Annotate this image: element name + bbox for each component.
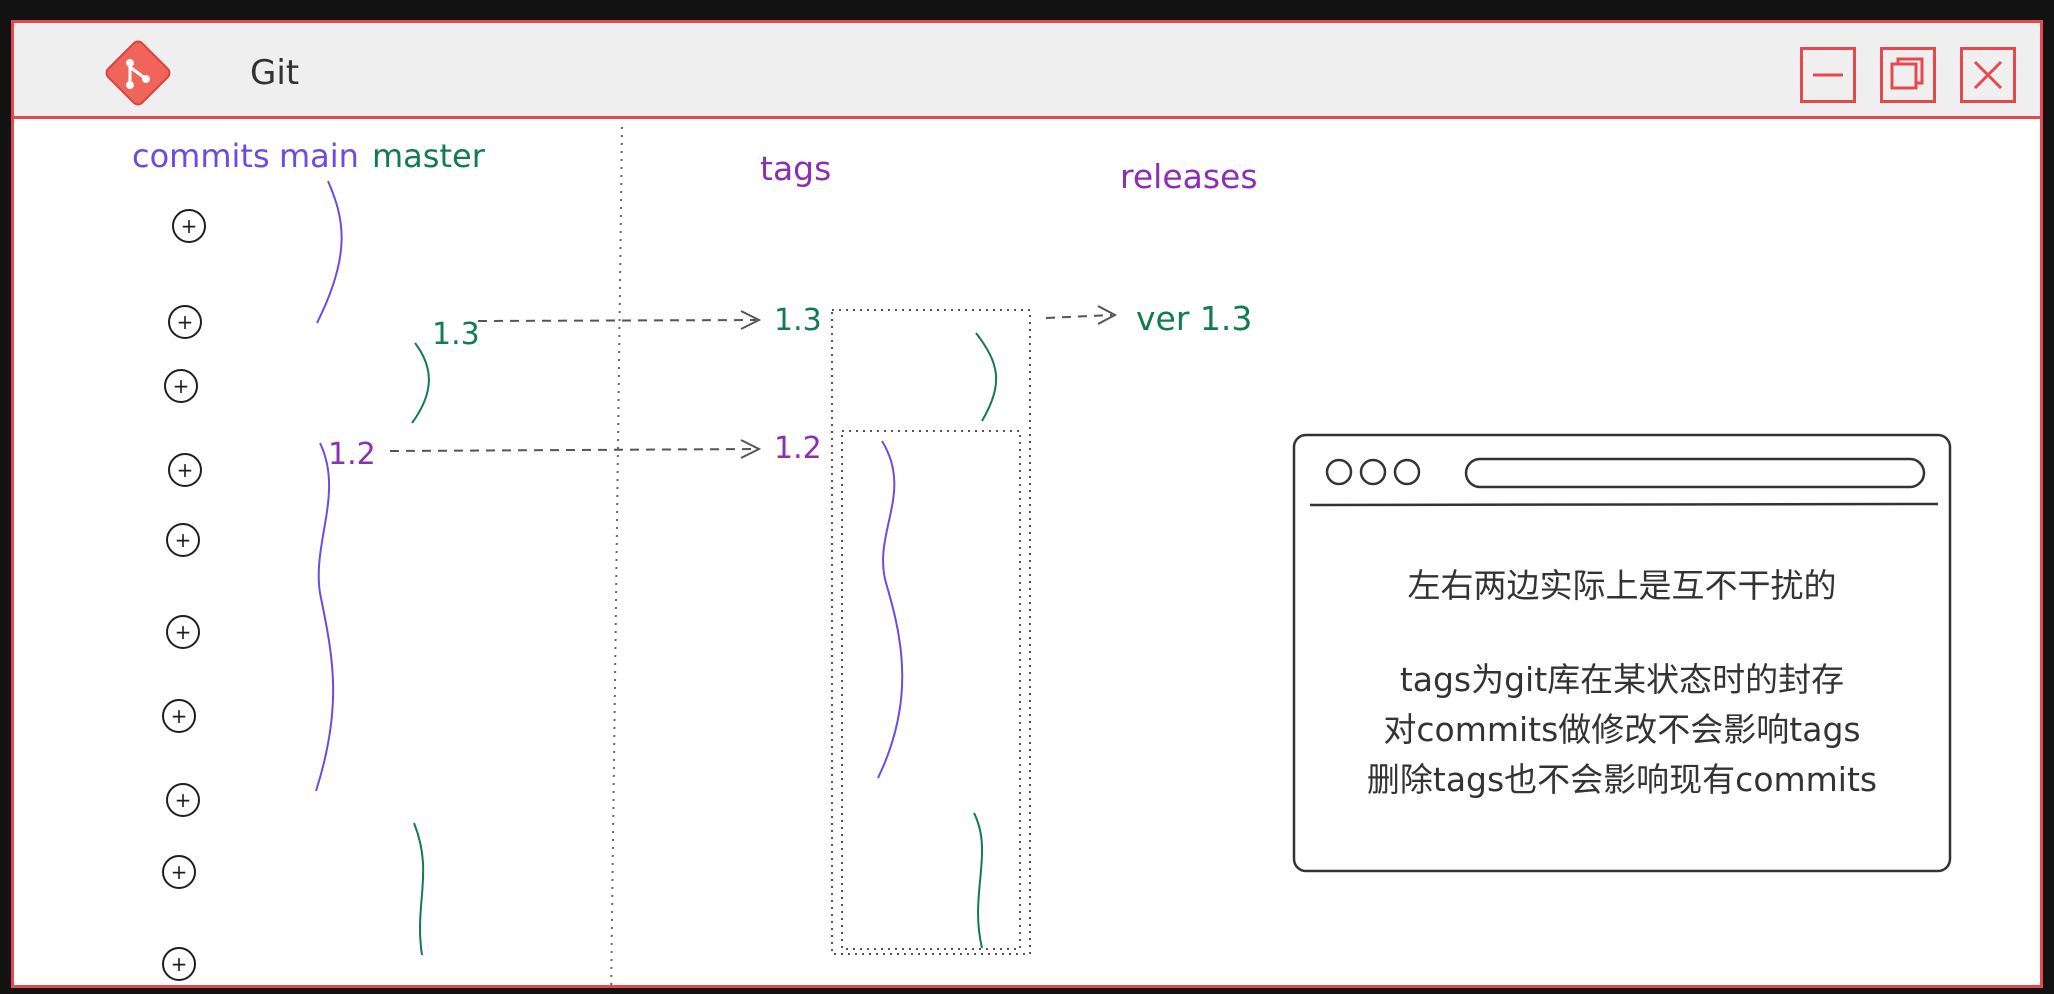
note-divider	[1309, 502, 1939, 507]
app-title: Git	[250, 53, 300, 93]
restore-icon	[1890, 57, 1924, 90]
releases-header: releases	[1120, 157, 1258, 196]
master-branch-line-top	[411, 342, 430, 424]
diagram-canvas: Git	[11, 20, 2043, 988]
tag-1-3-snapshot-box	[831, 309, 1031, 955]
commit-node-symbol: +	[180, 214, 198, 238]
tag-1-3-master-line	[975, 332, 998, 422]
close-icon	[1973, 60, 2003, 90]
commit-node-symbol: +	[172, 374, 190, 398]
commit-node: +	[166, 615, 200, 649]
tag-arrow-1-3-head	[740, 310, 762, 330]
note-line-4: 删除tags也不会影响现有commits	[1366, 760, 1878, 799]
commit-node: +	[172, 209, 206, 243]
minimize-button[interactable]	[1800, 47, 1856, 103]
note-dot-icon	[1393, 458, 1421, 486]
commit-node-symbol: +	[174, 620, 192, 644]
git-logo-icon	[105, 40, 171, 106]
tags-header: tags	[760, 149, 832, 188]
tag-1-3-label: 1.3	[774, 303, 822, 338]
master-header: master	[372, 137, 485, 175]
tag-1-2-main-line	[877, 440, 904, 779]
commit-node: +	[162, 855, 196, 889]
commit-node-symbol: +	[174, 528, 192, 552]
diagram-strokes	[315, 126, 1952, 985]
tag-1-2-snapshot-box	[841, 430, 1021, 950]
tag-arrow-1-3	[477, 319, 757, 322]
master-tag-label: 1.3	[432, 317, 480, 352]
tag-1-3-master-line-bottom	[973, 812, 984, 949]
note-dot-icon	[1359, 458, 1387, 486]
commit-node-symbol: +	[170, 704, 188, 728]
main-branch-line	[315, 442, 335, 792]
commit-node: +	[166, 783, 200, 817]
note-address-bar	[1464, 457, 1926, 489]
commit-node: +	[164, 369, 198, 403]
commit-node: +	[166, 523, 200, 557]
commit-node: +	[168, 453, 202, 487]
commit-node-symbol: +	[170, 860, 188, 884]
commit-node: +	[162, 947, 196, 981]
commit-node-symbol: +	[174, 788, 192, 812]
close-button[interactable]	[1960, 47, 2016, 103]
tag-arrow-1-2	[389, 448, 757, 452]
tag-arrow-1-2-head	[740, 439, 762, 459]
commits-header: commits	[132, 137, 270, 175]
commit-node: +	[168, 305, 202, 339]
note-card: 左右两边实际上是互不干扰的 tags为git库在某状态时的封存 对commits…	[1294, 435, 1950, 871]
main-header: main	[279, 137, 359, 175]
commit-node: +	[162, 699, 196, 733]
commit-node-symbol: +	[176, 310, 194, 334]
tag-1-2-label: 1.2	[774, 431, 822, 466]
release-arrow	[1045, 314, 1113, 319]
note-line-3: 对commits做修改不会影响tags	[1383, 710, 1861, 749]
title-bar: Git	[14, 23, 2040, 119]
note-line-1: 左右两边实际上是互不干扰的	[1407, 566, 1837, 605]
column-separator	[610, 126, 623, 985]
restore-button[interactable]	[1880, 47, 1936, 103]
minimize-icon	[1813, 73, 1843, 77]
main-branch-line-top	[316, 180, 343, 324]
commit-node-symbol: +	[176, 458, 194, 482]
note-line-2: tags为git库在某状态时的封存	[1399, 660, 1845, 699]
release-arrow-head	[1097, 305, 1118, 325]
commit-node-symbol: +	[170, 952, 188, 976]
note-card-frame	[1292, 433, 1952, 873]
release-label: ver 1.3	[1136, 299, 1253, 338]
note-dot-icon	[1325, 458, 1353, 486]
main-tag-label: 1.2	[328, 437, 376, 472]
master-branch-line-bottom	[413, 822, 425, 956]
